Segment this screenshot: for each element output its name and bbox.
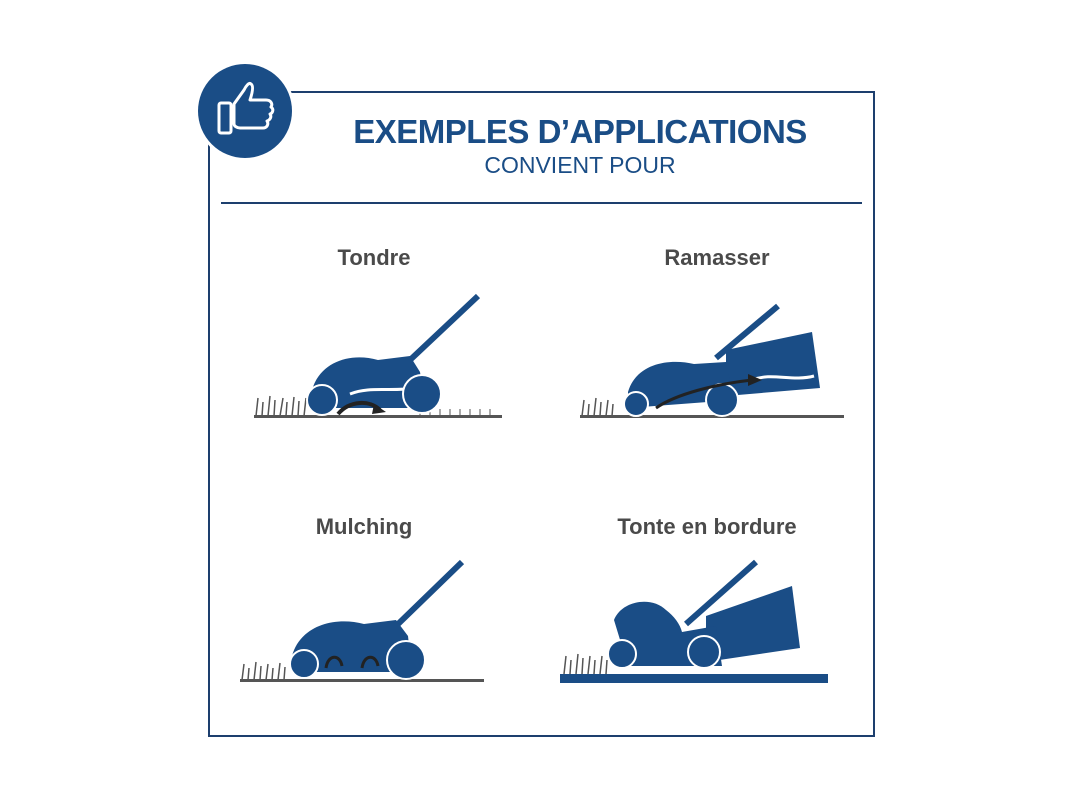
application-label-mulching: Mulching bbox=[315, 514, 413, 539]
thumbs-up-badge bbox=[198, 64, 292, 158]
page-title: EXEMPLES D’APPLICATIONS bbox=[353, 113, 807, 150]
lawnmower-edge-cutting-illustration bbox=[560, 559, 828, 683]
application-label-tondre: Tondre bbox=[337, 245, 411, 270]
lawnmower-mowing-illustration bbox=[254, 293, 502, 418]
lawnmower-collecting-illustration bbox=[580, 303, 844, 418]
page-subtitle: CONVIENT POUR bbox=[484, 152, 676, 178]
application-label-tonte-en-bordure: Tonte en bordure bbox=[617, 514, 797, 539]
applications-frame bbox=[208, 91, 875, 737]
lawnmower-mulching-illustration bbox=[240, 559, 484, 682]
title-divider bbox=[221, 202, 862, 204]
thumbs-up-icon bbox=[217, 82, 275, 135]
application-label-ramasser: Ramasser bbox=[664, 245, 770, 270]
